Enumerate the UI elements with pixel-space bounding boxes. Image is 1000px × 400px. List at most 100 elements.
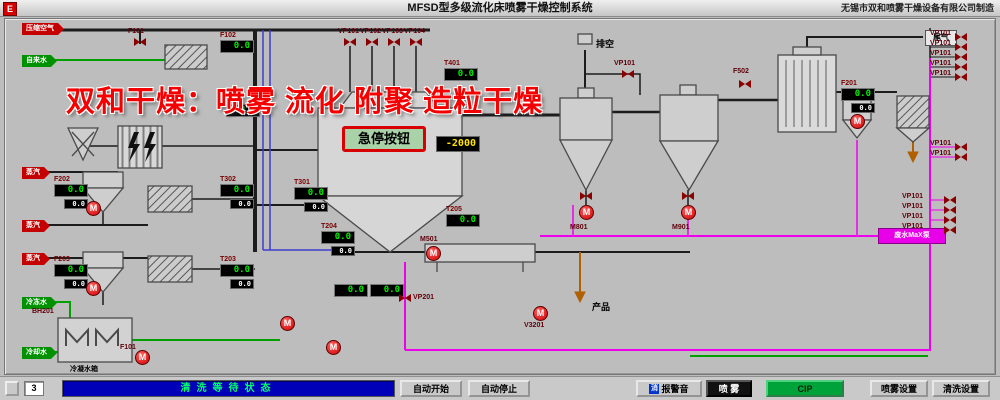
- equipment-tag: VP101: [930, 40, 952, 47]
- value-display: 0.0: [444, 68, 478, 81]
- valve-icon[interactable]: [682, 192, 694, 200]
- equipment-tag: VP101: [614, 60, 636, 67]
- valve-triangle: [394, 38, 400, 46]
- valve-triangle: [950, 216, 956, 224]
- spray-button[interactable]: 喷 雾: [706, 380, 752, 397]
- valve-icon[interactable]: [134, 38, 146, 46]
- motor-pump-icon[interactable]: M: [135, 350, 150, 365]
- equipment-tag: F502: [733, 68, 749, 75]
- valve-icon[interactable]: [399, 294, 411, 302]
- valve-icon[interactable]: [944, 226, 956, 234]
- valve-icon[interactable]: [955, 143, 967, 151]
- value-display: 0.0: [220, 184, 254, 197]
- chamber-cone: [316, 195, 464, 253]
- title-bar: E MFSD型多级流化床喷雾干燥控制系统 无锡市双和喷雾干燥设备有限公司制造: [0, 0, 1000, 17]
- valve-icon[interactable]: [955, 43, 967, 51]
- valve-triangle: [944, 206, 950, 214]
- value-display-sub: 0.0: [64, 199, 88, 209]
- pipes-magenta: [404, 58, 955, 351]
- valve-triangle: [955, 43, 961, 51]
- auto-start-button[interactable]: 自动开始: [400, 380, 462, 397]
- valve-icon[interactable]: [366, 38, 378, 46]
- motor-pump-icon[interactable]: M: [681, 205, 696, 220]
- exhaust-filter: [896, 95, 930, 129]
- valve-icon[interactable]: [955, 53, 967, 61]
- watermark-text: 双和干燥：喷雾 流化 附聚 造粒干燥: [66, 86, 544, 118]
- bag-filter: [777, 54, 837, 133]
- motor-pump-icon[interactable]: M: [280, 316, 295, 331]
- valve-icon[interactable]: [955, 153, 967, 161]
- motor-pump-icon[interactable]: M: [86, 281, 101, 296]
- value-display-sub: 0.0: [851, 103, 875, 113]
- emergency-stop-button[interactable]: 急停按钮: [342, 126, 426, 152]
- valve-icon[interactable]: [955, 73, 967, 81]
- equipment-tag: VP101: [902, 193, 924, 200]
- valve-triangle: [955, 73, 961, 81]
- valve-triangle: [416, 38, 422, 46]
- valve-icon[interactable]: [955, 63, 967, 71]
- motor-pump-icon[interactable]: M: [579, 205, 594, 220]
- cip-button[interactable]: CIP: [766, 380, 844, 397]
- valve-icon[interactable]: [410, 38, 422, 46]
- valve-icon[interactable]: [580, 192, 592, 200]
- spray-settings-button[interactable]: 喷雾设置: [870, 380, 928, 397]
- steam-heater-2: [147, 255, 193, 283]
- cyclone-1-cone: [558, 139, 614, 192]
- motor-pump-icon[interactable]: M: [426, 246, 441, 261]
- taskbar-mini-button[interactable]: [5, 381, 19, 396]
- valve-icon[interactable]: [944, 196, 956, 204]
- valve-triangle: [372, 38, 378, 46]
- motor-pump-icon[interactable]: M: [850, 114, 865, 129]
- vacuum-display: -2000: [436, 136, 480, 152]
- page-number-box[interactable]: 3: [24, 381, 44, 396]
- supply-label: 压缩空气: [22, 23, 64, 35]
- taskbar-buttons: 自动开始自动停止 消报警音 喷 雾 CIP 喷雾设置清洗设置: [400, 380, 990, 397]
- mute-chip-icon: 消: [649, 383, 660, 394]
- valve-triangle: [961, 63, 967, 71]
- display-tag: T205: [446, 206, 462, 213]
- equipment-tag: M801: [570, 224, 588, 231]
- motor-pump-icon[interactable]: M: [533, 306, 548, 321]
- value-display: 0.0: [54, 264, 88, 277]
- valve-icon[interactable]: [955, 33, 967, 41]
- equipment-tag: VP101: [930, 150, 952, 157]
- motor-pump-icon[interactable]: M: [86, 201, 101, 216]
- valve-triangle: [955, 143, 961, 151]
- display-tag: F203: [54, 256, 70, 263]
- valve-icon[interactable]: [344, 38, 356, 46]
- valve-icon[interactable]: [944, 216, 956, 224]
- valve-icon[interactable]: [388, 38, 400, 46]
- valve-triangle: [405, 294, 411, 302]
- equipment-tag: BH201: [32, 308, 54, 315]
- value-display: 0.0: [446, 214, 480, 227]
- clean-settings-button[interactable]: 清洗设置: [932, 380, 990, 397]
- mute-alarm-button[interactable]: 消报警音: [636, 380, 702, 397]
- steam-heater-1: [147, 185, 193, 213]
- display-tag: F202: [54, 176, 70, 183]
- valve-icon[interactable]: [622, 70, 634, 78]
- motor-pump-icon[interactable]: M: [326, 340, 341, 355]
- valve-triangle: [134, 38, 140, 46]
- lightning-icon: [128, 132, 140, 162]
- exit-icon[interactable]: E: [3, 2, 17, 16]
- auto-stop-button[interactable]: 自动停止: [468, 380, 530, 397]
- value-display: 0.0: [370, 284, 404, 297]
- valve-triangle: [955, 33, 961, 41]
- supply-label: 冷却水: [22, 347, 57, 359]
- equipment-tag: VP101: [902, 213, 924, 220]
- cyclone-left-1-body: [82, 171, 124, 189]
- valve-icon[interactable]: [944, 206, 956, 214]
- vent-outlet-box: [577, 33, 593, 45]
- condensate-tank: [57, 317, 133, 363]
- display-tag: T203: [220, 256, 236, 263]
- display-tag: F102: [220, 32, 236, 39]
- taskbar-button-label: 喷 雾: [718, 384, 740, 394]
- cip-pump-box: 废水MaX泵: [878, 228, 946, 244]
- cyclone-2-body: [659, 94, 719, 142]
- valve-triangle: [961, 73, 967, 81]
- equipment-tag: F101: [120, 344, 136, 351]
- valve-icon[interactable]: [739, 80, 751, 88]
